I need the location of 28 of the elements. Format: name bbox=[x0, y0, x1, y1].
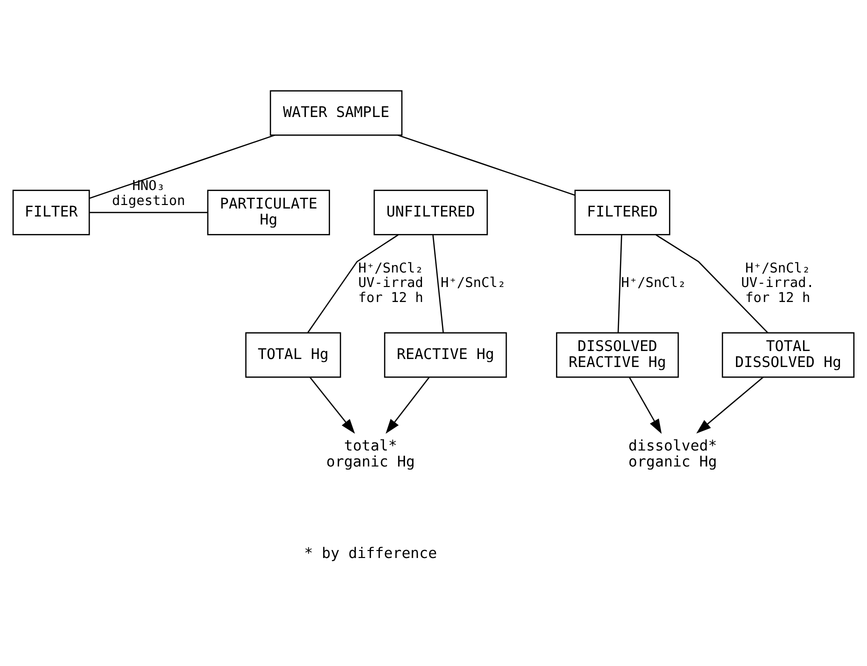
node-box: FILTER bbox=[12, 189, 90, 235]
node-box: DISSOLVED REACTIVE Hg bbox=[556, 332, 679, 378]
arrow bbox=[628, 376, 662, 434]
node-box: FILTERED bbox=[574, 189, 670, 235]
connector bbox=[656, 234, 768, 333]
connector bbox=[307, 234, 399, 333]
connector bbox=[432, 234, 444, 332]
edge-label: H⁺/SnCl₂ UV-irrad. for 12 h bbox=[741, 260, 814, 306]
label: * by difference bbox=[304, 544, 438, 562]
connector bbox=[90, 211, 208, 213]
node-text: total* organic Hg bbox=[326, 436, 415, 470]
node-text: dissolved* organic Hg bbox=[628, 436, 718, 470]
connector bbox=[618, 234, 622, 332]
arrow bbox=[696, 376, 764, 433]
edge-label: H⁺/SnCl₂ bbox=[440, 274, 506, 291]
connector bbox=[89, 134, 275, 198]
edge-label: H⁺/SnCl₂ bbox=[621, 274, 686, 291]
node-box: UNFILTERED bbox=[374, 189, 488, 235]
node-box: PARTICULATE Hg bbox=[207, 189, 330, 235]
edge-label: H⁺/SnCl₂ UV-irrad for 12 h bbox=[358, 260, 424, 306]
arrow bbox=[386, 376, 430, 434]
node-box: REACTIVE Hg bbox=[384, 332, 507, 378]
arrow bbox=[309, 376, 355, 434]
edge-label: HNO₃ digestion bbox=[112, 178, 186, 208]
node-box: TOTAL DISSOLVED Hg bbox=[722, 332, 854, 378]
connector bbox=[398, 134, 576, 196]
node-box: TOTAL Hg bbox=[245, 332, 342, 378]
node-box: WATER SAMPLE bbox=[270, 90, 402, 136]
